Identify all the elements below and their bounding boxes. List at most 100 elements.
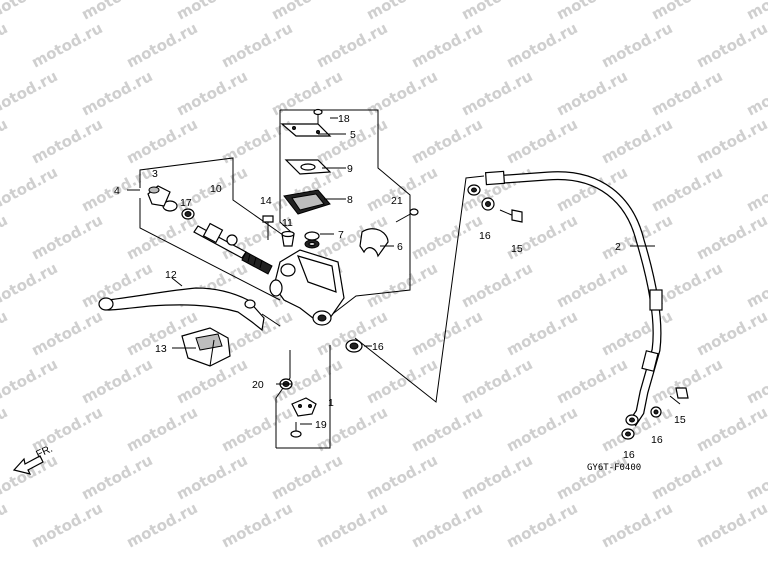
callout-leaders <box>171 117 655 425</box>
watermark-text: motod.ru <box>313 19 390 71</box>
watermark-text: motod.ru <box>0 307 11 359</box>
bolt-14 <box>262 215 274 240</box>
watermark-text: motod.ru <box>743 163 768 215</box>
callout-1: 1 <box>328 397 334 409</box>
callout-12: 12 <box>165 269 177 281</box>
watermark-text: motod.ru <box>78 451 155 503</box>
watermark-text: motod.ru <box>28 115 105 167</box>
watermark-text: motod.ru <box>598 499 675 551</box>
watermark-text: motod.ru <box>363 163 440 215</box>
bolt-15-top <box>499 209 523 223</box>
lever <box>98 287 265 332</box>
callout-6: 6 <box>397 241 403 253</box>
watermark-text: motod.ru <box>458 67 535 119</box>
watermark-text: motod.ru <box>743 451 768 503</box>
watermark-text: motod.ru <box>648 451 725 503</box>
watermark-text: motod.ru <box>553 67 630 119</box>
callout-9: 9 <box>347 163 353 175</box>
watermark-text: motod.ru <box>503 19 580 71</box>
watermark-text: motod.ru <box>408 499 485 551</box>
watermark-text: motod.ru <box>598 19 675 71</box>
callout-21: 21 <box>391 195 403 207</box>
washer-16-bottom-a <box>650 406 662 418</box>
watermark-text: motod.ru <box>268 451 345 503</box>
watermark-text: motod.ru <box>553 163 630 215</box>
watermark-text: motod.ru <box>363 355 440 407</box>
watermark-text: motod.ru <box>363 67 440 119</box>
watermark-text: motod.ru <box>743 355 768 407</box>
watermark-text: motod.ru <box>363 0 440 24</box>
watermark-text: motod.ru <box>743 67 768 119</box>
watermark-text: motod.ru <box>78 355 155 407</box>
boot <box>147 185 171 207</box>
callout-2: 2 <box>615 241 621 253</box>
fitting-11 <box>281 230 295 247</box>
watermark-text: motod.ru <box>313 115 390 167</box>
callout-11: 11 <box>282 217 293 229</box>
callout-16-top: 16 <box>479 230 491 242</box>
watermark-text: motod.ru <box>693 403 768 455</box>
watermark-text: motod.ru <box>0 163 61 215</box>
watermark-text: motod.ru <box>0 67 61 119</box>
watermark-text: motod.ru <box>28 307 105 359</box>
watermark-text: motod.ru <box>78 67 155 119</box>
watermark-text: motod.ru <box>173 0 250 24</box>
group-frames <box>127 109 485 449</box>
callout-16-bottom-a: 16 <box>651 434 663 446</box>
brake-hose <box>467 170 663 427</box>
watermark-text: motod.ru <box>408 307 485 359</box>
callout-15-top: 15 <box>511 243 523 255</box>
callout-3: 3 <box>152 168 158 180</box>
callout-16-bottom-b: 16 <box>623 449 635 461</box>
watermark-text: motod.ru <box>218 19 295 71</box>
watermark-text: motod.ru <box>218 499 295 551</box>
callout-5: 5 <box>350 129 356 141</box>
callout-15-bottom: 15 <box>674 414 686 426</box>
callout-19: 19 <box>315 419 327 431</box>
watermark-text: motod.ru <box>458 259 535 311</box>
watermark-text: motod.ru <box>693 19 768 71</box>
watermark-text: motod.ru <box>408 19 485 71</box>
callout-4: 4 <box>114 185 120 197</box>
watermark-text: motod.ru <box>0 115 11 167</box>
master-cylinder-body <box>269 249 345 326</box>
bolt-15-bottom <box>669 387 689 405</box>
diaphragm <box>283 189 331 215</box>
watermark-text: motod.ru <box>648 355 725 407</box>
watermark-text: motod.ru <box>553 259 630 311</box>
watermark-text: motod.ru <box>123 403 200 455</box>
watermark-text: motod.ru <box>363 259 440 311</box>
watermark-text: motod.ru <box>458 355 535 407</box>
watermark-text: motod.ru <box>693 211 768 263</box>
washer-16-bottom-b <box>621 428 635 440</box>
watermark-text: motod.ru <box>123 499 200 551</box>
watermark-text: motod.ru <box>0 259 61 311</box>
callout-13: 13 <box>155 343 167 355</box>
callout-17: 17 <box>180 197 192 209</box>
watermark-text: motod.ru <box>218 115 295 167</box>
watermark-text: motod.ru <box>0 403 11 455</box>
watermark-text: motod.ru <box>313 499 390 551</box>
watermark-text: motod.ru <box>503 115 580 167</box>
watermark-text: motod.ru <box>28 19 105 71</box>
seal-16-center <box>345 339 363 353</box>
watermark-text: motod.ru <box>693 115 768 167</box>
watermark-text: motod.ru <box>78 0 155 24</box>
callout-10: 10 <box>210 183 222 195</box>
screw-19 <box>290 422 302 438</box>
callout-14: 14 <box>260 195 272 207</box>
watermark-text: motod.ru <box>503 499 580 551</box>
washer-16-top <box>481 197 495 211</box>
watermark-text: motod.ru <box>458 451 535 503</box>
washer-set-7 <box>304 231 320 249</box>
bracket-1 <box>291 397 317 417</box>
watermark-text: motod.ru <box>648 163 725 215</box>
watermark-text: motod.ru <box>0 451 61 503</box>
diagram-code: GY6T-F0400 <box>587 463 641 473</box>
watermark-text: motod.ru <box>173 67 250 119</box>
watermark-text: motod.ru <box>598 115 675 167</box>
watermark-text: motod.ru <box>28 211 105 263</box>
holder-6 <box>359 228 389 258</box>
